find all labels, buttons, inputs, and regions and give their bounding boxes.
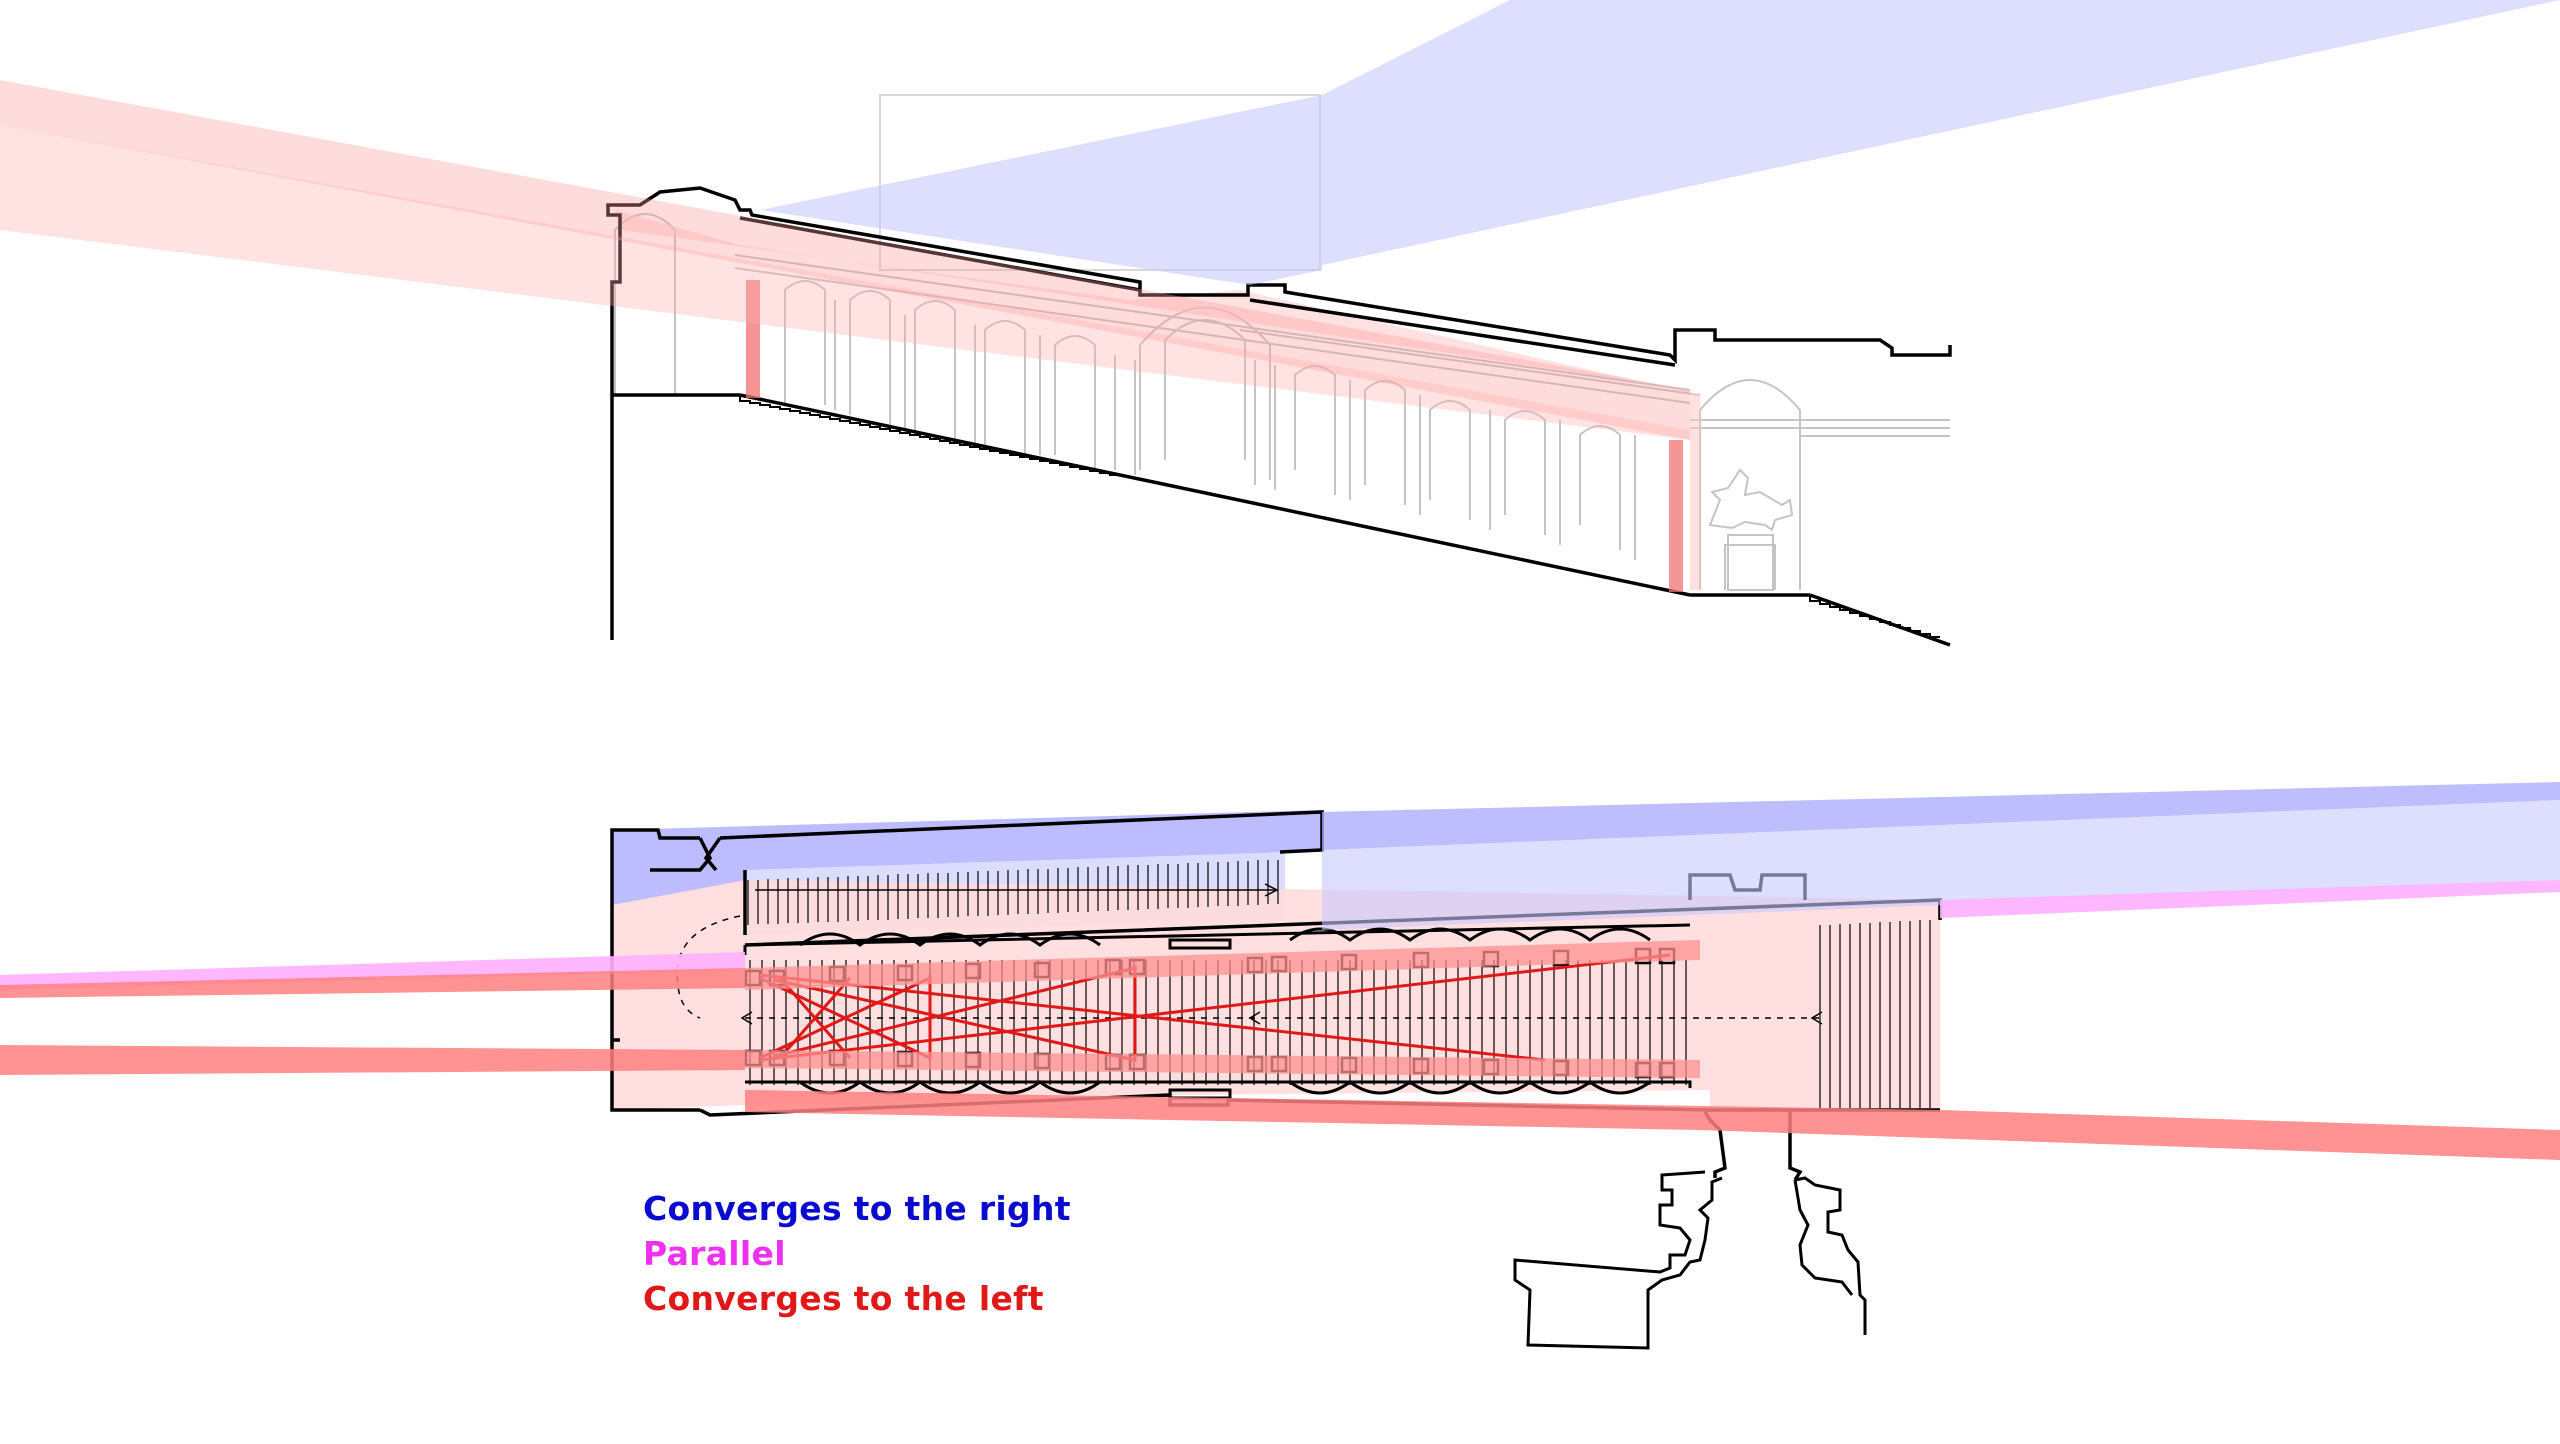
plan-blue-band	[1322, 782, 2560, 850]
elevation-column-highlight-left	[746, 280, 760, 398]
plan-red-band-lower-left	[0, 1045, 745, 1075]
plan-blue-band-light	[1322, 800, 2560, 930]
legend-converges-left: Converges to the left	[643, 1279, 1044, 1318]
plan-red-band-upper-left	[0, 968, 745, 998]
legend-parallel: Parallel	[643, 1234, 786, 1273]
equestrian-statue-icon	[1708, 468, 1794, 591]
plan-red-band-lower-inner	[745, 1050, 1700, 1078]
plan-convergence-lines	[759, 953, 1671, 1062]
legend-converges-right: Converges to the right	[643, 1189, 1071, 1228]
elevation-blue-band	[760, 0, 2560, 285]
elevation-drawing	[606, 94, 1952, 647]
legend: Converges to the right Parallel Converge…	[643, 1186, 1071, 1321]
elevation-arcade-detail	[614, 94, 1950, 590]
elevation-red-band-upper	[0, 80, 1690, 440]
plan-red-band-upper-inner	[745, 940, 1700, 990]
plan-red-zone	[612, 880, 1940, 1110]
plan-lower-structures	[1513, 1170, 1867, 1350]
elevation-stair-steps	[739, 395, 1940, 638]
plan-red-band-right	[745, 1090, 2560, 1160]
elevation-column-highlight-right	[1669, 440, 1683, 592]
plan-pink-band-right	[1940, 880, 2560, 918]
plan-pink-band-left	[0, 952, 745, 990]
elevation-section-outline	[606, 186, 1952, 647]
elevation-red-band-lower	[0, 125, 1690, 440]
